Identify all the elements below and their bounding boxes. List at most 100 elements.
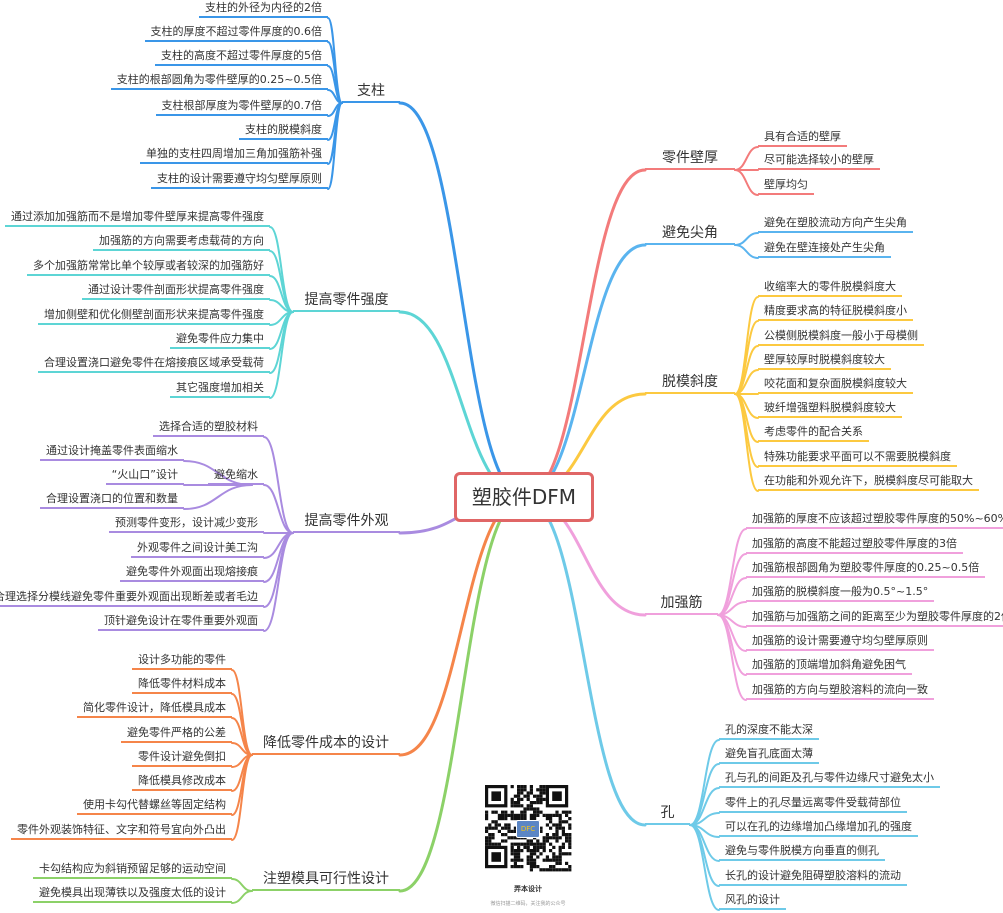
qr-module [552, 813, 556, 817]
subtopic-item[interactable]: 合理设置浇口避免零件在熔接痕区域承受载荷 [38, 353, 270, 373]
subtopic-connector [263, 436, 294, 534]
subtopic-item[interactable]: 降低零件材料成本 [132, 674, 232, 694]
subtopic-item[interactable]: 具有合适的壁厚 [758, 127, 847, 147]
subtopic-item[interactable]: 可以在孔的边缘增加凸缘增加孔的强度 [719, 817, 918, 837]
qr-module [529, 858, 533, 862]
subtopic-item[interactable]: 加强筋的设计需要遵守均匀壁厚原则 [746, 631, 934, 651]
subtopic-item[interactable]: 避免零件应力集中 [170, 329, 270, 349]
qr-module [539, 829, 543, 833]
qr-module [488, 836, 492, 840]
subtopic-item[interactable]: 使用卡勾代替螺丝等固定结构 [77, 795, 232, 815]
subtopic-item[interactable]: 长孔的设计避免阻碍塑胶溶料的流动 [719, 866, 907, 886]
subtopic-item[interactable]: 避免零件外观面出现熔接痕 [120, 562, 264, 582]
subtopic-item[interactable]: 顶针避免设计在零件重要外观面 [98, 611, 264, 631]
subtopic-item[interactable]: 选择合适的塑胶材料 [153, 417, 264, 437]
qr-module [533, 865, 537, 869]
subtopic-item[interactable]: 加强筋根部圆角为塑胶零件厚度的0.25~0.5倍 [746, 558, 986, 578]
subtopic-item[interactable]: 支柱的设计需要遵守均匀壁厚原则 [151, 169, 328, 189]
qr-module [488, 826, 492, 830]
subtopic-item[interactable]: 零件外观装饰特征、文字和符号宜向外凸出 [11, 820, 232, 840]
subtopic-item[interactable]: 加强筋的脱模斜度一般为0.5°~1.5° [746, 582, 935, 602]
subtopic-item[interactable]: 加强筋的高度不能超过塑胶零件厚度的3倍 [746, 534, 963, 554]
subtopic-item[interactable]: 降低模具修改成本 [132, 771, 232, 791]
subtopic-item[interactable]: 通过设计零件剖面形状提高零件强度 [82, 280, 270, 300]
branch-topic[interactable]: 支柱 [342, 79, 400, 103]
subtopic-item[interactable]: 通过添加加强筋而不是增加零件壁厚来提高零件强度 [5, 207, 270, 227]
subtopic-item[interactable]: 简化零件设计，降低模具成本 [77, 698, 232, 718]
subtopic-item[interactable]: 壁厚较厚时脱模斜度较大 [758, 350, 891, 370]
subtopic-item[interactable]: 支柱的厚度不超过零件厚度的0.6倍 [144, 22, 328, 42]
subtopic-item[interactable]: 支柱的外径为内径的2倍 [199, 0, 328, 18]
qr-module [513, 852, 517, 856]
subtopic-item[interactable]: 避免模具出现薄铁以及强度太低的设计 [33, 883, 232, 903]
subtopic-connector [231, 754, 253, 841]
subtopic-item[interactable]: 玻纤增强塑料脱模斜度较大 [758, 398, 902, 418]
subtopic-item[interactable]: 避免与零件脱模方向垂直的侧孔 [719, 841, 885, 861]
subtopic-item[interactable]: 风孔的设计 [719, 890, 786, 910]
subtopic-item[interactable]: 卡勾结构应为斜销预留足够的运动空间 [33, 859, 232, 879]
subtopic-item[interactable]: 合理选择分模线避免零件重要外观面出现断差或者毛边 [0, 587, 264, 607]
subtopic-item[interactable]: 零件上的孔尽量远离零件受载荷部位 [719, 793, 907, 813]
subtopic-item[interactable]: 精度要求高的特征脱模斜度小 [758, 301, 913, 321]
subtopic-item[interactable]: 支柱根部厚度为零件壁厚的0.7倍 [155, 96, 328, 116]
branch-topic[interactable]: 零件壁厚 [645, 146, 735, 170]
branch-topic[interactable]: 提高零件外观 [293, 509, 400, 533]
subtopic-item[interactable]: 咬花面和复杂面脱模斜度较大 [758, 374, 913, 394]
subtopic-item[interactable]: 外观零件之间设计美工沟 [131, 538, 264, 558]
branch-topic[interactable]: 避免尖角 [645, 221, 735, 245]
subtopic-item[interactable]: 孔的深度不能太深 [719, 720, 819, 740]
subtopic-item[interactable]: 支柱的根部圆角为零件壁厚的0.25~0.5倍 [110, 70, 328, 90]
subtopic-item[interactable]: 加强筋的顶端增加斜角避免困气 [746, 655, 912, 675]
subtopic[interactable]: 避免缩水 [208, 465, 264, 485]
subtopic-item[interactable]: 加强筋的方向与塑胶溶料的流向一致 [746, 680, 934, 700]
subtopic-item[interactable]: 孔与孔的间距及孔与零件边缘尺寸避免太小 [719, 768, 940, 788]
branch-topic[interactable]: 降低零件成本的设计 [252, 731, 400, 755]
subtopic-item[interactable]: 避免在壁连接处产生尖角 [758, 238, 891, 258]
subtopic-item[interactable]: 特殊功能要求平面可以不需要脱模斜度 [758, 447, 957, 467]
qr-module [517, 804, 521, 808]
subtopic-item[interactable]: 加强筋与加强筋之间的距离至少为塑胶零件厚度的2倍 [746, 607, 1003, 627]
qr-module [513, 829, 517, 833]
subtopic-item[interactable]: 单独的支柱四周增加三角加强筋补强 [140, 144, 328, 164]
qr-module [526, 845, 530, 849]
qr-module [555, 826, 559, 830]
branch-topic[interactable]: 注塑模具可行性设计 [252, 867, 400, 891]
subtopic-item[interactable]: “火山口”设计 [105, 465, 184, 485]
subtopic-item[interactable]: 多个加强筋常常比单个较厚或者较深的加强筋好 [27, 256, 270, 276]
branch-topic[interactable]: 加强筋 [645, 591, 718, 615]
qr-module [549, 836, 553, 840]
qr-module [555, 829, 559, 833]
subtopic-item[interactable]: 加强筋的厚度不应该超过塑胶零件厚度的50%~60% [746, 509, 1003, 529]
subtopic-item[interactable]: 增加侧壁和优化侧壁剖面形状来提高零件强度 [38, 305, 270, 325]
branch-topic[interactable]: 脱模斜度 [645, 370, 735, 394]
qr-module [561, 820, 565, 824]
qr-module [485, 842, 489, 846]
subtopic-item[interactable]: 考虑零件的配合关系 [758, 422, 869, 442]
central-topic[interactable]: 塑胶件DFM [454, 472, 594, 522]
branch-topic[interactable]: 提高零件强度 [293, 288, 400, 312]
qr-module [533, 845, 537, 849]
subtopic-item[interactable]: 加强筋的方向需要考虑载荷的方向 [93, 231, 270, 251]
subtopic-item[interactable]: 通过设计掩盖零件表面缩水 [40, 441, 184, 461]
subtopic-item[interactable]: 壁厚均匀 [758, 175, 814, 195]
subtopic-item[interactable]: 避免盲孔底面太薄 [719, 744, 819, 764]
qr-module [517, 852, 521, 856]
subtopic-item[interactable]: 避免在塑胶流动方向产生尖角 [758, 213, 913, 233]
subtopic-item[interactable]: 尽可能选择较小的壁厚 [758, 150, 880, 170]
subtopic-item[interactable]: 收缩率大的零件脱模斜度大 [758, 277, 902, 297]
subtopic-item[interactable]: 避免零件严格的公差 [121, 723, 232, 743]
branch-topic[interactable]: 孔 [645, 801, 690, 825]
qr-module [504, 810, 508, 814]
subtopic-connector [269, 250, 294, 313]
qr-module [529, 807, 533, 811]
subtopic-item[interactable]: 预测零件变形，设计减少变形 [109, 513, 264, 533]
subtopic-item[interactable]: 合理设置浇口的位置和数量 [40, 489, 184, 509]
subtopic-item[interactable]: 在功能和外观允许下，脱模斜度尽可能取大 [758, 471, 979, 491]
subtopic-item[interactable]: 零件设计避免倒扣 [132, 747, 232, 767]
subtopic-item[interactable]: 支柱的高度不超过零件厚度的5倍 [155, 46, 328, 66]
subtopic-item[interactable]: 公模侧脱模斜度一般小于母模侧 [758, 326, 924, 346]
subtopic-item[interactable]: 支柱的脱模斜度 [239, 120, 328, 140]
subtopic-item[interactable]: 设计多功能的零件 [132, 650, 232, 670]
qr-module [558, 836, 562, 840]
subtopic-item[interactable]: 其它强度增加相关 [170, 378, 270, 398]
